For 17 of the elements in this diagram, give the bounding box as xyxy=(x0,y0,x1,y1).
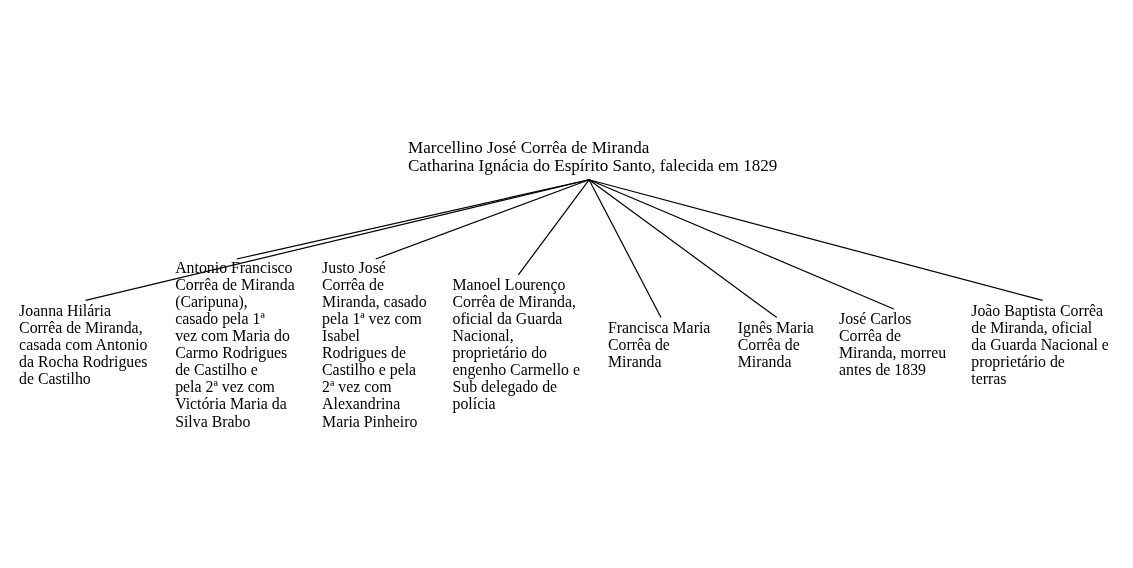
node-text: Joanna Hilária Corrêa de Miranda, casada com Antonio da Rocha Rodrigues de Castilho xyxy=(19,301,148,387)
node-text: José Carlos Corrêa de Miranda, morreu antes de 1839 xyxy=(838,310,947,379)
connector xyxy=(588,179,662,319)
node-text: Antonio Francisco Corrêa de Miranda (Caripuna), casado pela 1ª vez com Maria do Carmo Rodrigues de Castilho e pela 2ª vez com Victória Maria da Silva Brabo xyxy=(175,258,295,430)
connector xyxy=(84,179,590,302)
connector xyxy=(236,179,590,260)
node-text: Manoel Lourenço Corrêa de Miranda, oficial da Guarda Nacional, proprietário do engenho Carmello e Sub delegado de polícia xyxy=(452,275,580,413)
connector xyxy=(588,179,895,310)
node-text: Francisca Maria Corrêa de Miranda xyxy=(607,318,711,370)
node-text: Ignês Maria Corrêa de Miranda xyxy=(737,318,814,370)
node-text: Justo José Corrêa de Miranda, casado pela 1ª vez com Isabel Rodrigues de Castilho e pela 2ª vez com Alexandrina Maria Pinheiro xyxy=(322,258,427,430)
connector xyxy=(375,179,590,260)
connector xyxy=(588,179,1044,302)
connector xyxy=(588,179,778,319)
node-text: Marcellino José Corrêa de Miranda Catharina Ignácia do Espírito Santo, falecida em 1829 xyxy=(408,138,778,176)
node-text: João Baptista Corrêa de Miranda, oficial da Guarda Nacional e proprietário de terras xyxy=(971,301,1109,387)
connector xyxy=(517,179,590,276)
